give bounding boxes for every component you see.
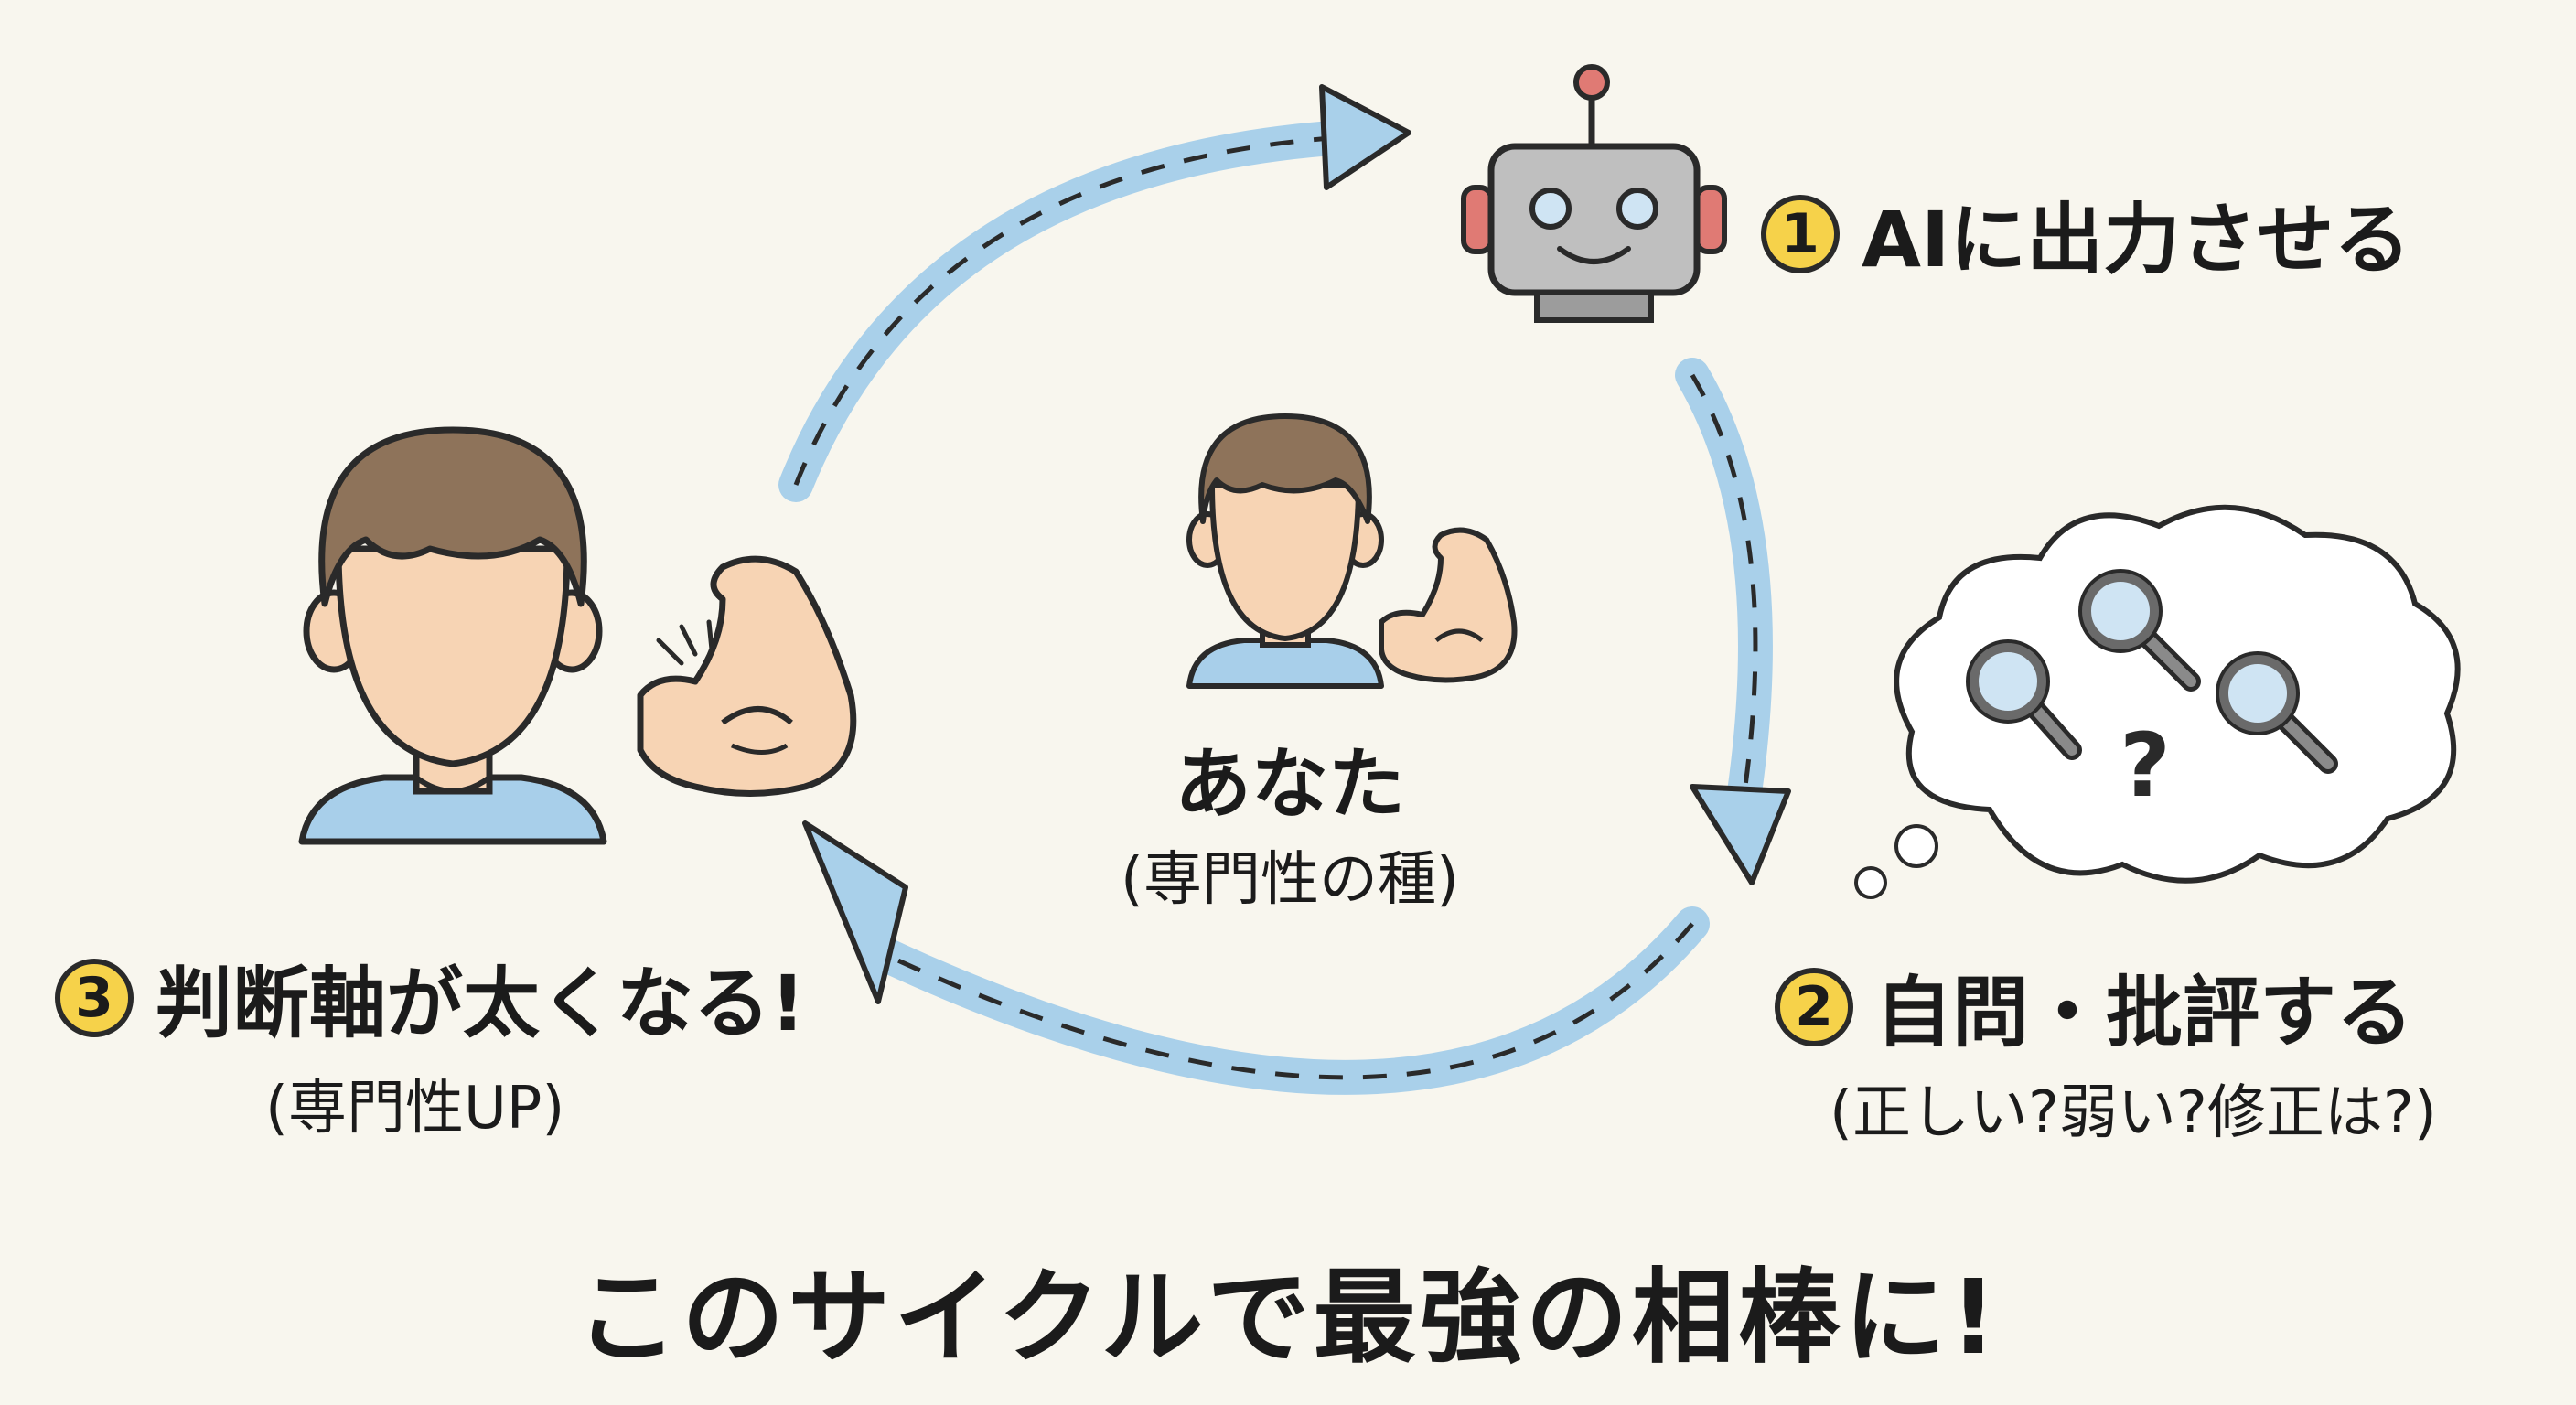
- footer-caption: このサイクルで最強の相棒に!: [575, 1259, 2001, 1378]
- step-2-badge: 2: [1775, 967, 1853, 1046]
- cycle-arrow-bottom: [802, 820, 1710, 1095]
- center-title: あなた: [1174, 739, 1405, 829]
- step-3-subtitle: (専門性UP): [265, 1075, 565, 1142]
- magnifier-icon: [2078, 569, 2201, 692]
- flexed-arm-icon: [637, 555, 857, 797]
- step-1-label: 1 AIに出力させる: [1761, 178, 2410, 289]
- step-3-badge: 3: [55, 958, 134, 1037]
- cycle-arrow-top: [778, 84, 1411, 502]
- person-icon: [298, 426, 607, 845]
- thought-cloud-icon: [1854, 504, 2461, 899]
- magnifier-icon: [2216, 651, 2338, 774]
- cycle-arrow-right: [1675, 358, 1791, 885]
- person-icon: [1186, 413, 1384, 689]
- step-2-title: 自問・批評する: [1875, 968, 2414, 1057]
- step-1-badge: 1: [1761, 194, 1840, 273]
- step-3-label: 3 判断軸が太くなる!: [55, 942, 805, 1053]
- step-3-title: 判断軸が太くなる!: [156, 959, 806, 1048]
- center-subtitle: (専門性の種): [1121, 846, 1459, 914]
- step-1-title: AIに出力させる: [1862, 195, 2411, 284]
- robot-icon: [1461, 64, 1727, 323]
- step-2-subtitle: (正しい?弱い?修正は?): [1830, 1079, 2437, 1147]
- question-mark-icon: ?: [2120, 714, 2171, 817]
- magnifier-icon: [1966, 639, 2082, 760]
- flexed-arm-icon: [1379, 527, 1518, 683]
- step-2-label: 2 自問・批評する: [1775, 951, 2413, 1062]
